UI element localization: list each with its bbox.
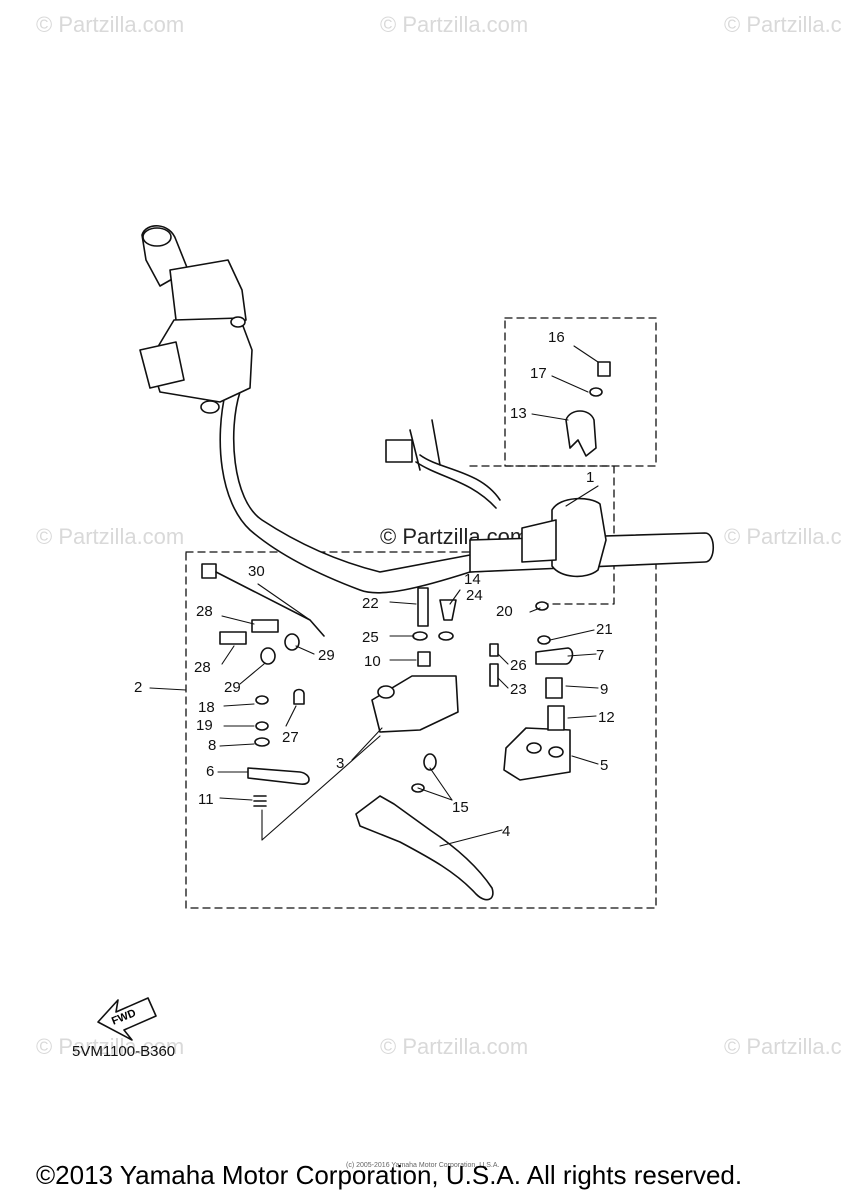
callout-9: 9: [600, 681, 608, 698]
watermark: © Partzilla.com: [724, 524, 842, 549]
callout-22: 22: [362, 595, 379, 612]
callout-21: 21: [596, 621, 613, 638]
lever: [355, 795, 494, 901]
watermark: © Partzilla.com: [36, 1034, 185, 1059]
watermark: © Partzilla.com: [380, 1034, 529, 1059]
callout-25: 25: [362, 629, 379, 646]
callout-5: 5: [600, 757, 608, 774]
switch-wiring: [385, 419, 501, 509]
callout-27: 27: [282, 729, 299, 746]
callout-24: 24: [466, 587, 483, 604]
callout-12: 12: [598, 709, 615, 726]
callout-2: 2: [134, 679, 142, 696]
callout-26: 26: [510, 657, 527, 674]
callout-16: 16: [548, 329, 565, 346]
callout-28b: 28: [194, 659, 211, 676]
handlebar: [219, 389, 715, 594]
switch-bracket: [565, 361, 611, 457]
callout-1: 1: [586, 469, 594, 486]
right-switch: [521, 497, 607, 578]
callout-28: 28: [196, 603, 213, 620]
callout-numbers: 1 2 3 4 5 6 7 8 9 10 11 12 13 14 15 16 1…: [134, 329, 615, 840]
callout-18: 18: [198, 699, 215, 716]
callout-7: 7: [596, 647, 604, 664]
fine-print: (c) 2005-2016 Yamaha Motor Corporation, …: [346, 1162, 500, 1169]
watermark: © Partzilla.com: [724, 12, 842, 37]
callout-15: 15: [452, 799, 469, 816]
left-grip-assembly: [139, 225, 253, 414]
leader-lines: [149, 345, 599, 847]
fwd-arrow: [97, 997, 157, 1041]
watermark: © Partzilla.com: [380, 12, 529, 37]
copyright-notice: ©2013 Yamaha Motor Corporation, U.S.A. A…: [36, 1160, 743, 1190]
lever-holder: [371, 675, 459, 733]
callout-3: 3: [336, 755, 344, 772]
callout-10: 10: [364, 653, 381, 670]
watermark: © Partzilla.com: [36, 12, 185, 37]
watermark: © Partzilla.com: [724, 1034, 842, 1059]
watermark: © Partzilla.com: [36, 524, 185, 549]
callout-29b: 29: [224, 679, 241, 696]
callout-19: 19: [196, 717, 213, 734]
callout-17: 17: [530, 365, 547, 382]
lever-bracket: [503, 727, 571, 781]
callout-29: 29: [318, 647, 335, 664]
callout-14: 14: [464, 571, 481, 588]
callout-11: 11: [198, 791, 214, 808]
callout-6: 6: [206, 763, 214, 780]
callout-30: 30: [248, 563, 265, 580]
callout-20: 20: [496, 603, 513, 620]
small-parts: [201, 563, 574, 807]
callout-13: 13: [510, 405, 527, 422]
callout-23: 23: [510, 681, 527, 698]
callout-8: 8: [208, 737, 216, 754]
diagram-code: 5VM1100-B360: [72, 1043, 176, 1060]
callout-4: 4: [502, 823, 510, 840]
